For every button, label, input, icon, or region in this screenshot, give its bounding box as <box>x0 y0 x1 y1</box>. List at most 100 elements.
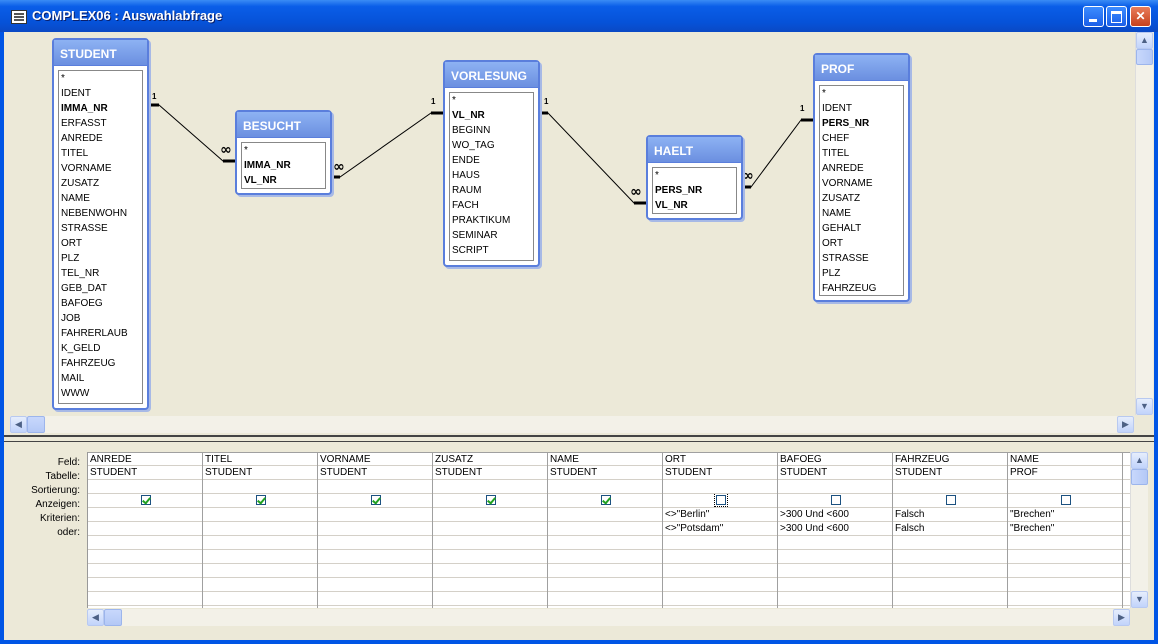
grid-cell-empty[interactable] <box>433 592 547 606</box>
show-checkbox[interactable] <box>486 495 496 505</box>
field-item[interactable]: ANREDE <box>61 133 103 144</box>
grid-cell-empty[interactable] <box>1008 550 1122 564</box>
grid-cell-oder[interactable]: <>"Potsdam" <box>663 522 777 536</box>
field-item[interactable]: TITEL <box>61 148 89 159</box>
field-item[interactable]: GEB_DAT <box>61 283 107 294</box>
field-item[interactable]: SCRIPT <box>452 245 489 256</box>
grid-cell-empty[interactable] <box>778 550 892 564</box>
field-item[interactable]: IMMA_NR <box>61 103 108 114</box>
field-item[interactable]: ZUSATZ <box>822 193 861 204</box>
grid-cell-anzeigen[interactable] <box>1008 494 1122 508</box>
show-checkbox[interactable] <box>1061 495 1071 505</box>
field-item[interactable]: ANREDE <box>822 163 864 174</box>
close-button[interactable]: ✕ <box>1130 6 1151 27</box>
grid-cell-empty[interactable] <box>88 564 202 578</box>
grid-cell-empty[interactable] <box>548 592 662 606</box>
grid-cell-empty[interactable] <box>88 578 202 592</box>
grid-cell-empty[interactable] <box>1008 578 1122 592</box>
field-item[interactable]: VORNAME <box>822 178 873 189</box>
grid-cell-kriterien[interactable]: <>"Berlin" <box>663 508 777 522</box>
field-item[interactable]: VL_NR <box>655 200 688 211</box>
grid-cell-empty[interactable] <box>318 550 432 564</box>
grid-cell-empty[interactable] <box>663 592 777 606</box>
title-bar[interactable]: COMPLEX06 : Auswahlabfrage ✕ <box>0 0 1158 32</box>
grid-cell-tabelle[interactable]: STUDENT <box>88 466 202 480</box>
grid-cell-empty[interactable] <box>663 536 777 550</box>
field-item[interactable]: CHEF <box>822 133 850 144</box>
show-checkbox[interactable] <box>714 494 728 507</box>
field-item[interactable]: HAUS <box>452 170 480 181</box>
grid-cell-kriterien[interactable]: >300 Und <600 <box>778 508 892 522</box>
grid-cell-kriterien[interactable] <box>88 508 202 522</box>
grid-cell-empty[interactable] <box>548 578 662 592</box>
grid-cell-empty[interactable] <box>548 550 662 564</box>
grid-cell-empty[interactable] <box>433 564 547 578</box>
grid-cell-empty[interactable] <box>893 578 1007 592</box>
grid-cell-tabelle[interactable] <box>1123 466 1130 480</box>
grid-cell-anzeigen[interactable] <box>433 494 547 508</box>
grid-cell-sortierung[interactable] <box>203 480 317 494</box>
relationship-line[interactable] <box>328 112 443 178</box>
grid-cell-sortierung[interactable] <box>433 480 547 494</box>
grid-cell-anzeigen[interactable] <box>203 494 317 508</box>
grid-cell-empty[interactable] <box>548 564 662 578</box>
scroll-right-arrow-icon[interactable]: ▶ <box>1117 416 1134 433</box>
grid-cell-feld[interactable]: ORT <box>663 452 777 466</box>
field-item[interactable]: K_GELD <box>61 343 101 354</box>
show-checkbox[interactable] <box>601 495 611 505</box>
grid-cell-empty[interactable] <box>663 550 777 564</box>
grid-cell-tabelle[interactable]: STUDENT <box>203 466 317 480</box>
field-item[interactable]: SEMINAR <box>452 230 498 241</box>
grid-cell-oder[interactable] <box>88 522 202 536</box>
grid-cell-empty[interactable] <box>318 578 432 592</box>
grid-cell-empty[interactable] <box>433 536 547 550</box>
scroll-right-arrow-icon[interactable]: ▶ <box>1113 609 1130 626</box>
grid-cell-empty[interactable] <box>1008 592 1122 606</box>
grid-cell-empty[interactable] <box>893 564 1007 578</box>
scroll-thumb[interactable] <box>104 609 122 626</box>
grid-cell-kriterien[interactable]: "Brechen" <box>1008 508 1122 522</box>
grid-cell-kriterien[interactable] <box>433 508 547 522</box>
grid-cell-oder[interactable] <box>203 522 317 536</box>
field-item[interactable]: GEHALT <box>822 223 862 234</box>
grid-cell-kriterien[interactable] <box>548 508 662 522</box>
scroll-up-arrow-icon[interactable]: ▲ <box>1131 452 1148 469</box>
grid-cell-sortierung[interactable] <box>318 480 432 494</box>
grid-horizontal-scrollbar[interactable]: ◀ ▶ <box>87 609 1130 626</box>
grid-cell-empty[interactable] <box>203 592 317 606</box>
grid-cell-empty[interactable] <box>893 550 1007 564</box>
scroll-down-arrow-icon[interactable]: ▼ <box>1136 398 1153 415</box>
field-item[interactable]: VL_NR <box>452 110 485 121</box>
grid-cell-empty[interactable] <box>893 592 1007 606</box>
grid-cell-feld[interactable]: NAME <box>1008 452 1122 466</box>
field-item[interactable]: VORNAME <box>61 163 112 174</box>
grid-cell-anzeigen[interactable] <box>663 494 777 508</box>
grid-cell-tabelle[interactable]: STUDENT <box>778 466 892 480</box>
field-item[interactable]: JOB <box>61 313 81 324</box>
field-item[interactable]: WWW <box>61 388 90 399</box>
scroll-up-arrow-icon[interactable]: ▲ <box>1136 32 1153 49</box>
grid-cell-feld[interactable]: TITEL <box>203 452 317 466</box>
scroll-left-arrow-icon[interactable]: ◀ <box>10 416 27 433</box>
field-item[interactable]: * <box>244 145 248 156</box>
table-title[interactable]: VORLESUNG <box>445 62 538 88</box>
grid-cell-oder[interactable] <box>433 522 547 536</box>
grid-cell-empty[interactable] <box>88 550 202 564</box>
field-item[interactable]: WO_TAG <box>452 140 495 151</box>
grid-cell-empty[interactable] <box>318 536 432 550</box>
field-item[interactable]: VL_NR <box>244 175 277 186</box>
field-item[interactable]: FACH <box>452 200 479 211</box>
diagram-vertical-scrollbar[interactable]: ▲ ▼ <box>1135 32 1153 415</box>
